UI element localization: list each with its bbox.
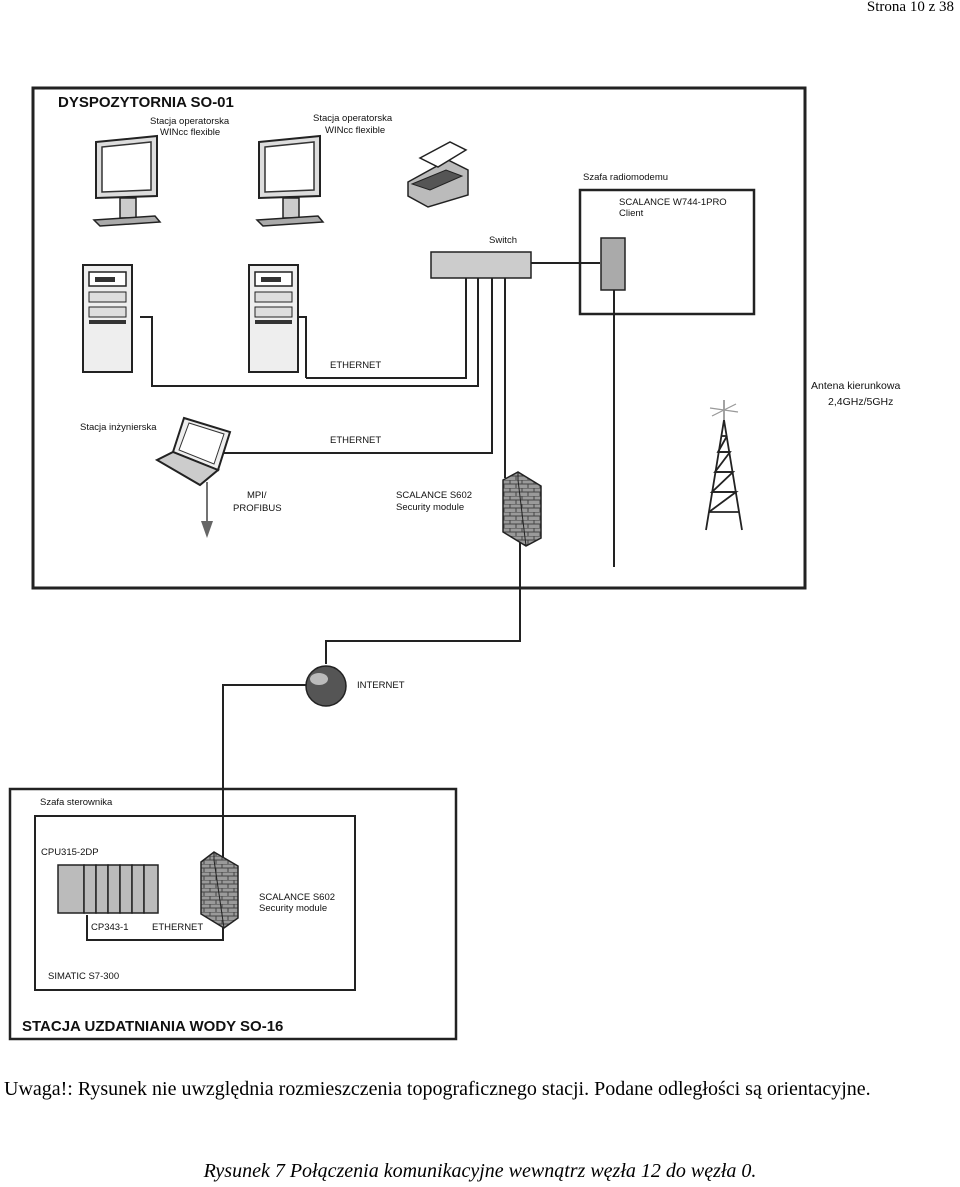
ethernet-label-2: ETHERNET bbox=[330, 435, 381, 446]
operator1-software: WINcc flexible bbox=[160, 127, 220, 138]
operator-monitor-icon bbox=[255, 134, 325, 227]
printer-icon bbox=[407, 141, 469, 208]
bottom-ethernet-label: ETHERNET bbox=[152, 922, 203, 933]
profibus-label: PROFIBUS bbox=[233, 503, 282, 514]
controller-cabinet-frame bbox=[34, 815, 356, 991]
operator1-label: Stacja operatorska bbox=[150, 116, 230, 127]
mpi-label: MPI/ bbox=[247, 490, 267, 501]
scalance-w-label: SCALANCE W744-1PRO bbox=[619, 197, 727, 208]
radio-module-icon bbox=[600, 237, 626, 291]
station-title: STACJA UZDATNIANIA WODY SO-16 bbox=[22, 1018, 283, 1035]
cp-label: CP343-1 bbox=[91, 922, 129, 933]
scalance-s1-sublabel: Security module bbox=[396, 502, 464, 513]
scalance-s2-label: SCALANCE S602 bbox=[259, 892, 335, 903]
firewall-icon bbox=[200, 851, 239, 929]
internet-label: INTERNET bbox=[357, 680, 405, 691]
figure-caption: Rysunek 7 Połączenia komunikacyjne wewną… bbox=[203, 1160, 757, 1182]
connection-lines bbox=[86, 262, 615, 941]
operator2-label: Stacja operatorska bbox=[313, 113, 393, 124]
dyspozytornia-title: DYSPOZYTORNIA SO-01 bbox=[58, 94, 234, 111]
antenna-label: Antena kierunkowa bbox=[811, 380, 900, 392]
mpi-down-arrow-icon bbox=[201, 482, 213, 538]
note-text: Uwaga!: Rysunek nie uwzględnia rozmieszc… bbox=[4, 1078, 871, 1100]
laptop-icon bbox=[154, 416, 232, 487]
internet-globe-icon bbox=[305, 665, 347, 707]
antenna-tower-icon bbox=[705, 400, 743, 531]
scalance-s2-sublabel: Security module bbox=[259, 903, 327, 914]
cpu-label: CPU315-2DP bbox=[41, 847, 99, 858]
station-outer-frame bbox=[8, 787, 458, 1041]
radio-cabinet-label: Szafa radiomodemu bbox=[583, 172, 668, 183]
operator2-software: WINcc flexible bbox=[325, 125, 385, 136]
page-number-header: Strona 10 z 38 bbox=[866, 0, 954, 15]
engineering-station-label: Stacja inżynierska bbox=[80, 422, 157, 433]
simatic-label: SIMATIC S7-300 bbox=[48, 971, 119, 982]
antenna-sublabel: 2,4GHz/5GHz bbox=[828, 396, 893, 408]
pc-tower-icon bbox=[248, 264, 299, 373]
scalance-w-sublabel: Client bbox=[619, 208, 644, 219]
pc-tower-icon bbox=[82, 264, 133, 373]
controller-cabinet-label: Szafa sterownika bbox=[40, 797, 113, 808]
dyspozytornia-frame bbox=[31, 86, 807, 590]
operator-monitor-icon bbox=[92, 134, 162, 227]
firewall-icon bbox=[502, 471, 542, 547]
plc-rack-icon bbox=[57, 864, 159, 914]
switch-icon bbox=[430, 251, 532, 279]
network-diagram: DYSPOZYTORNIA SO-01 Stacja operatorska W… bbox=[8, 86, 900, 1041]
switch-label: Switch bbox=[489, 235, 517, 246]
ethernet-label-1: ETHERNET bbox=[330, 360, 381, 371]
radio-cabinet-frame bbox=[578, 188, 756, 316]
scalance-s1-label: SCALANCE S602 bbox=[396, 490, 472, 501]
